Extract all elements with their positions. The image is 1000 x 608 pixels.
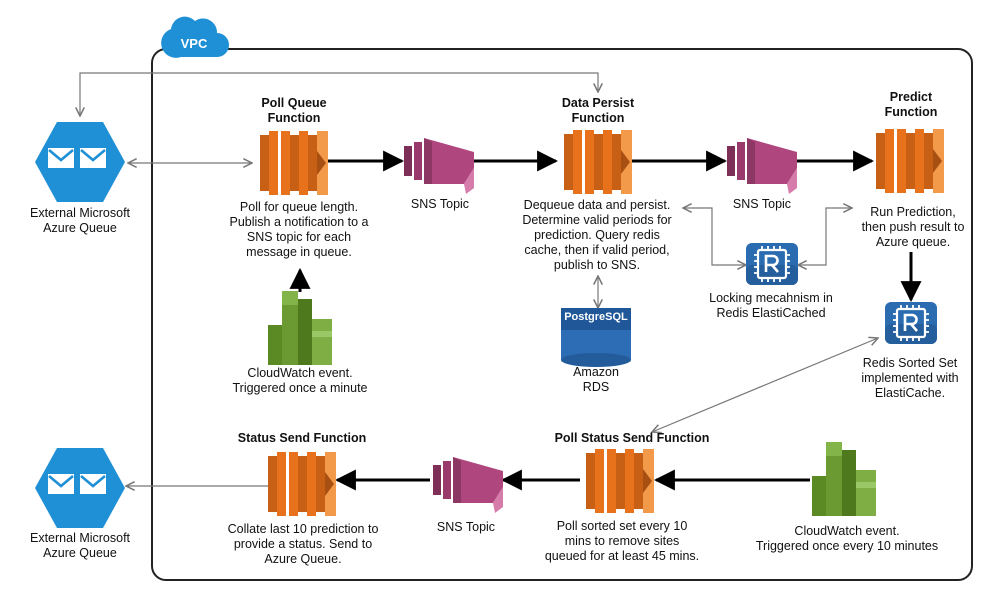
rds-badge: PostgreSQL xyxy=(564,311,628,323)
lambda-icon xyxy=(564,130,632,194)
sns-topic-label: SNS Topic xyxy=(732,197,792,211)
vpc-boundary xyxy=(151,48,973,581)
redis-icon xyxy=(744,241,800,287)
status-send-desc: Collate last 10 prediction to provide a … xyxy=(227,522,379,566)
vpc-label: VPC xyxy=(180,36,208,51)
sns-topic-label: SNS Topic xyxy=(436,520,496,534)
link-arrow xyxy=(683,208,746,265)
sns-topic-icon xyxy=(404,138,474,194)
lambda-icon xyxy=(260,131,328,195)
azure-queue-out-label: External Microsoft Azure Queue xyxy=(29,531,131,560)
database-icon xyxy=(561,308,631,367)
azure-queue-icon xyxy=(33,120,127,204)
predict-title: Predict Function xyxy=(884,90,938,119)
predict-desc: Run Prediction, then push result to Azur… xyxy=(861,205,965,249)
cloudwatch-icon xyxy=(812,442,876,516)
poll-status-desc: Poll sorted set every 10 mins to remove … xyxy=(544,519,700,563)
cloudwatch-icon xyxy=(268,291,332,365)
lambda-icon xyxy=(268,452,336,516)
sns-topic-icon xyxy=(433,457,503,513)
cloudwatch-ten-min-label: CloudWatch event. Triggered once every 1… xyxy=(755,524,939,553)
status-send-title: Status Send Function xyxy=(237,431,367,445)
poll-queue-title: Poll Queue Function xyxy=(261,96,327,125)
redis-sorted-label: Redis Sorted Set implemented with Elasti… xyxy=(861,356,959,400)
lambda-icon xyxy=(586,449,654,513)
link-arrow xyxy=(80,72,598,116)
redis-icon xyxy=(883,300,939,346)
data-persist-desc: Dequeue data and persist. Determine vali… xyxy=(522,198,672,272)
poll-queue-desc: Poll for queue length. Publish a notific… xyxy=(229,200,369,259)
azure-queue-in-label: External Microsoft Azure Queue xyxy=(29,206,131,235)
rds-label: Amazon RDS xyxy=(573,365,619,394)
azure-queue-icon xyxy=(33,446,127,530)
link-arrow xyxy=(652,338,878,432)
poll-status-title: Poll Status Send Function xyxy=(554,431,710,445)
lambda-icon xyxy=(876,129,944,193)
link-arrow xyxy=(798,208,852,265)
sns-topic-label: SNS Topic xyxy=(410,197,470,211)
redis-lock-label: Locking mecahnism in Redis ElastiCached xyxy=(709,291,833,320)
data-persist-title: Data Persist Function xyxy=(561,96,635,125)
sns-topic-icon xyxy=(727,138,797,194)
cloudwatch-minute-label: CloudWatch event. Triggered once a minut… xyxy=(232,366,368,395)
vpc-cloud-icon xyxy=(161,16,229,58)
